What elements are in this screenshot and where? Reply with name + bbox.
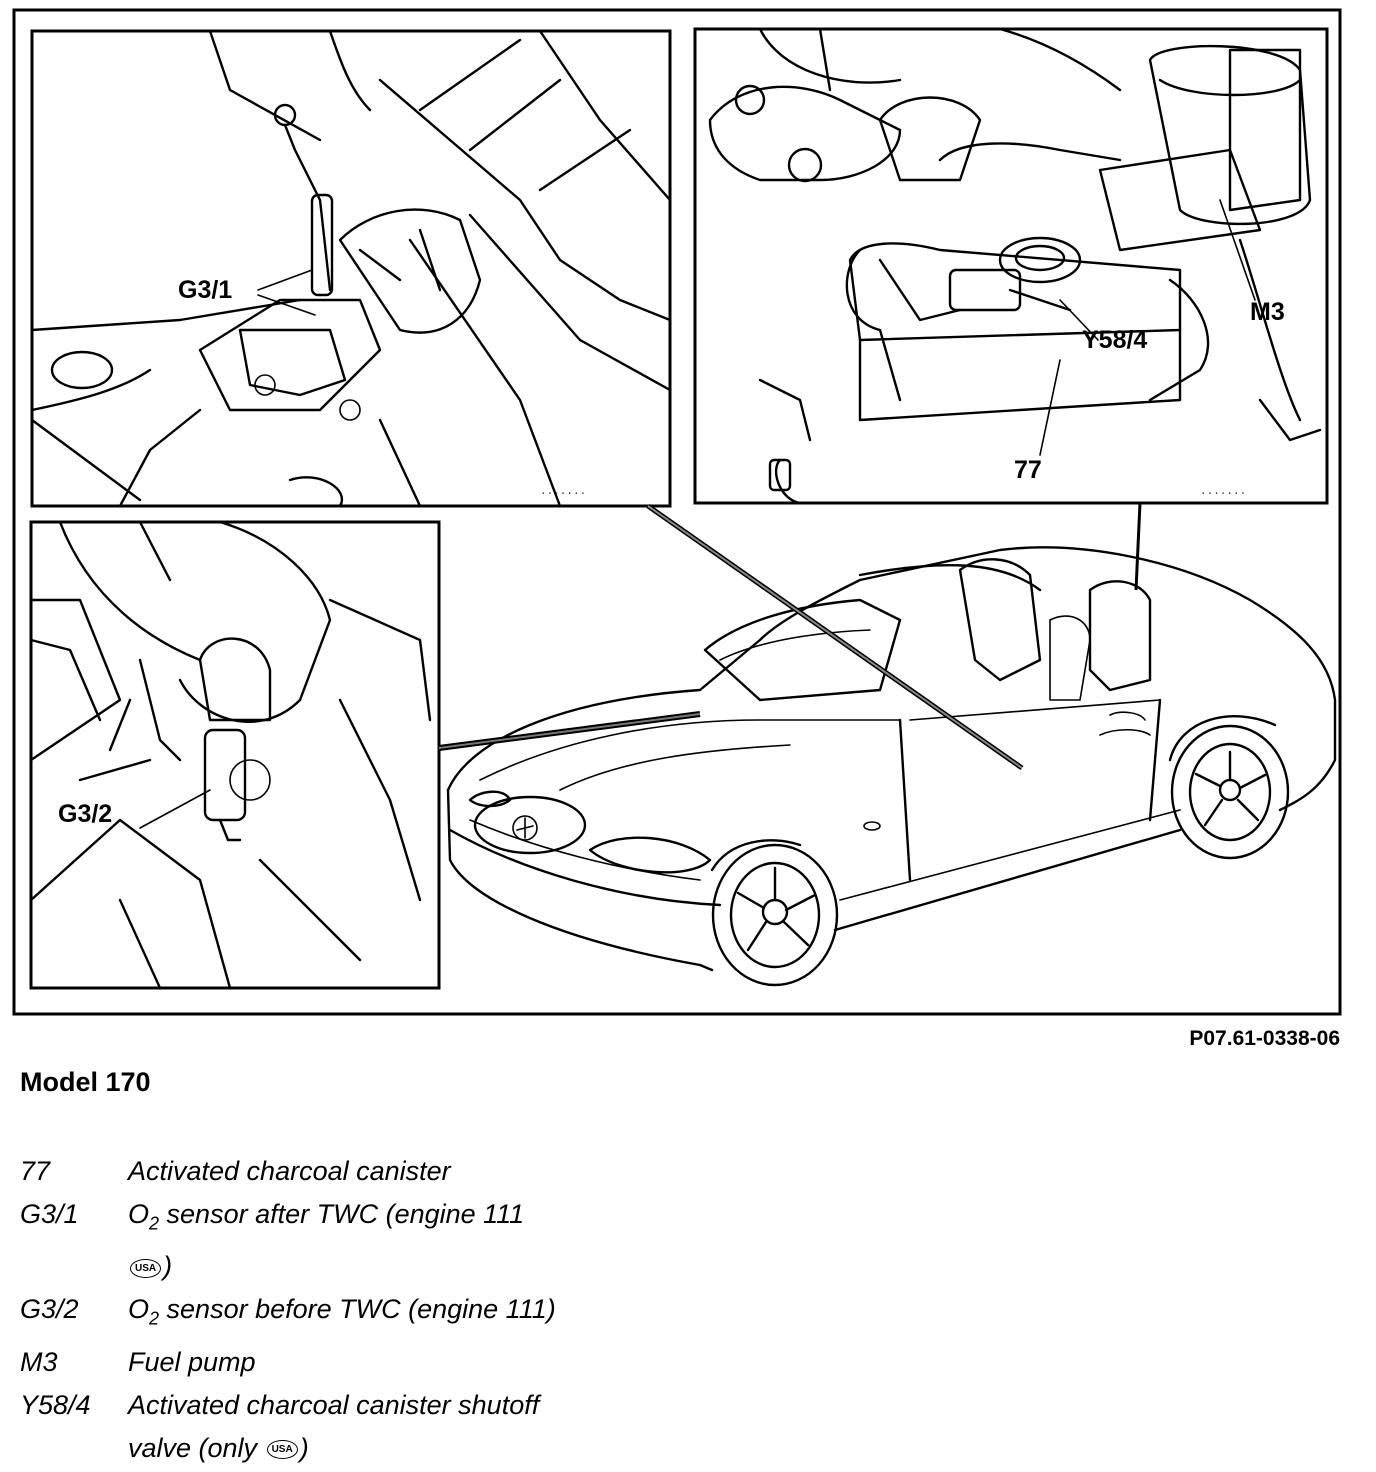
legend-row: G3/1 O2 sensor after TWC (engine 111 USA… [20,1193,1340,1288]
legend-row: G3/2 O2 sensor before TWC (engine 111) [20,1288,1340,1340]
inset-m3-y58-77: Y58/4 M3 77 ....... [693,27,1329,505]
legend-code: G3/2 [20,1294,79,1325]
legend-text: O2 sensor after TWC (engine 111 [128,1193,1340,1245]
o2-prefix: O [128,1294,150,1325]
legend-text-main: sensor after TWC (engine 111 [159,1199,525,1229]
legend-text-main: sensor before TWC (engine 111) [159,1294,556,1325]
inset-2-code: ....... [1200,486,1246,498]
legend-text: Activated charcoal canister shutoff [128,1389,540,1420]
callout-y58-4: Y58/4 [1082,326,1147,354]
legend: 77 Activated charcoal canister G3/1 O2 s… [20,1150,1340,1470]
o2-subscript: 2 [149,1213,160,1234]
usa-badge-icon: USA [130,1258,162,1278]
inset-1-code: ....... [540,486,586,498]
car-illustration [446,546,1337,987]
legend-row: M3 Fuel pump [20,1341,1340,1384]
o2-subscript: 2 [149,1308,160,1329]
legend-code: M3 [20,1346,58,1377]
inset-g3-1: G3/1 ....... [30,29,672,508]
callout-g3-1: G3/1 [178,276,232,304]
inset-g3-2: G3/2 [29,520,441,990]
legend-text: O2 sensor before TWC (engine 111) [128,1288,1340,1340]
legend-code: Y58/4 [20,1389,91,1420]
usa-badge-icon: USA [266,1440,298,1460]
legend-text: Fuel pump [128,1346,256,1377]
legend-row: Y58/4 Activated charcoal canister shutof… [20,1384,1340,1470]
callout-77: 77 [1014,456,1042,484]
legend-text: Activated charcoal canister [128,1156,451,1186]
legend-text-suffix: ) [163,1251,173,1282]
legend-text-prefix: valve (only [128,1432,265,1463]
legend-code: 77 [20,1156,51,1186]
legend-text-line2: valve (only USA) [128,1427,1340,1470]
legend-text-suffix: ) [299,1432,309,1463]
callout-m3: M3 [1250,298,1285,326]
callout-g3-2: G3/2 [58,800,112,828]
legend-code: G3/1 [20,1199,79,1229]
figure-code: P07.61-0338-06 [1189,1027,1340,1050]
legend-row: 77 Activated charcoal canister [20,1150,1340,1193]
model-title: Model 170 [20,1067,151,1097]
legend-text-line2: USA) [128,1245,1340,1288]
pointer-lines [438,502,1142,771]
o2-prefix: O [128,1199,150,1229]
component-location-diagram: G3/1 ....... Y58/4 [12,8,1342,1016]
